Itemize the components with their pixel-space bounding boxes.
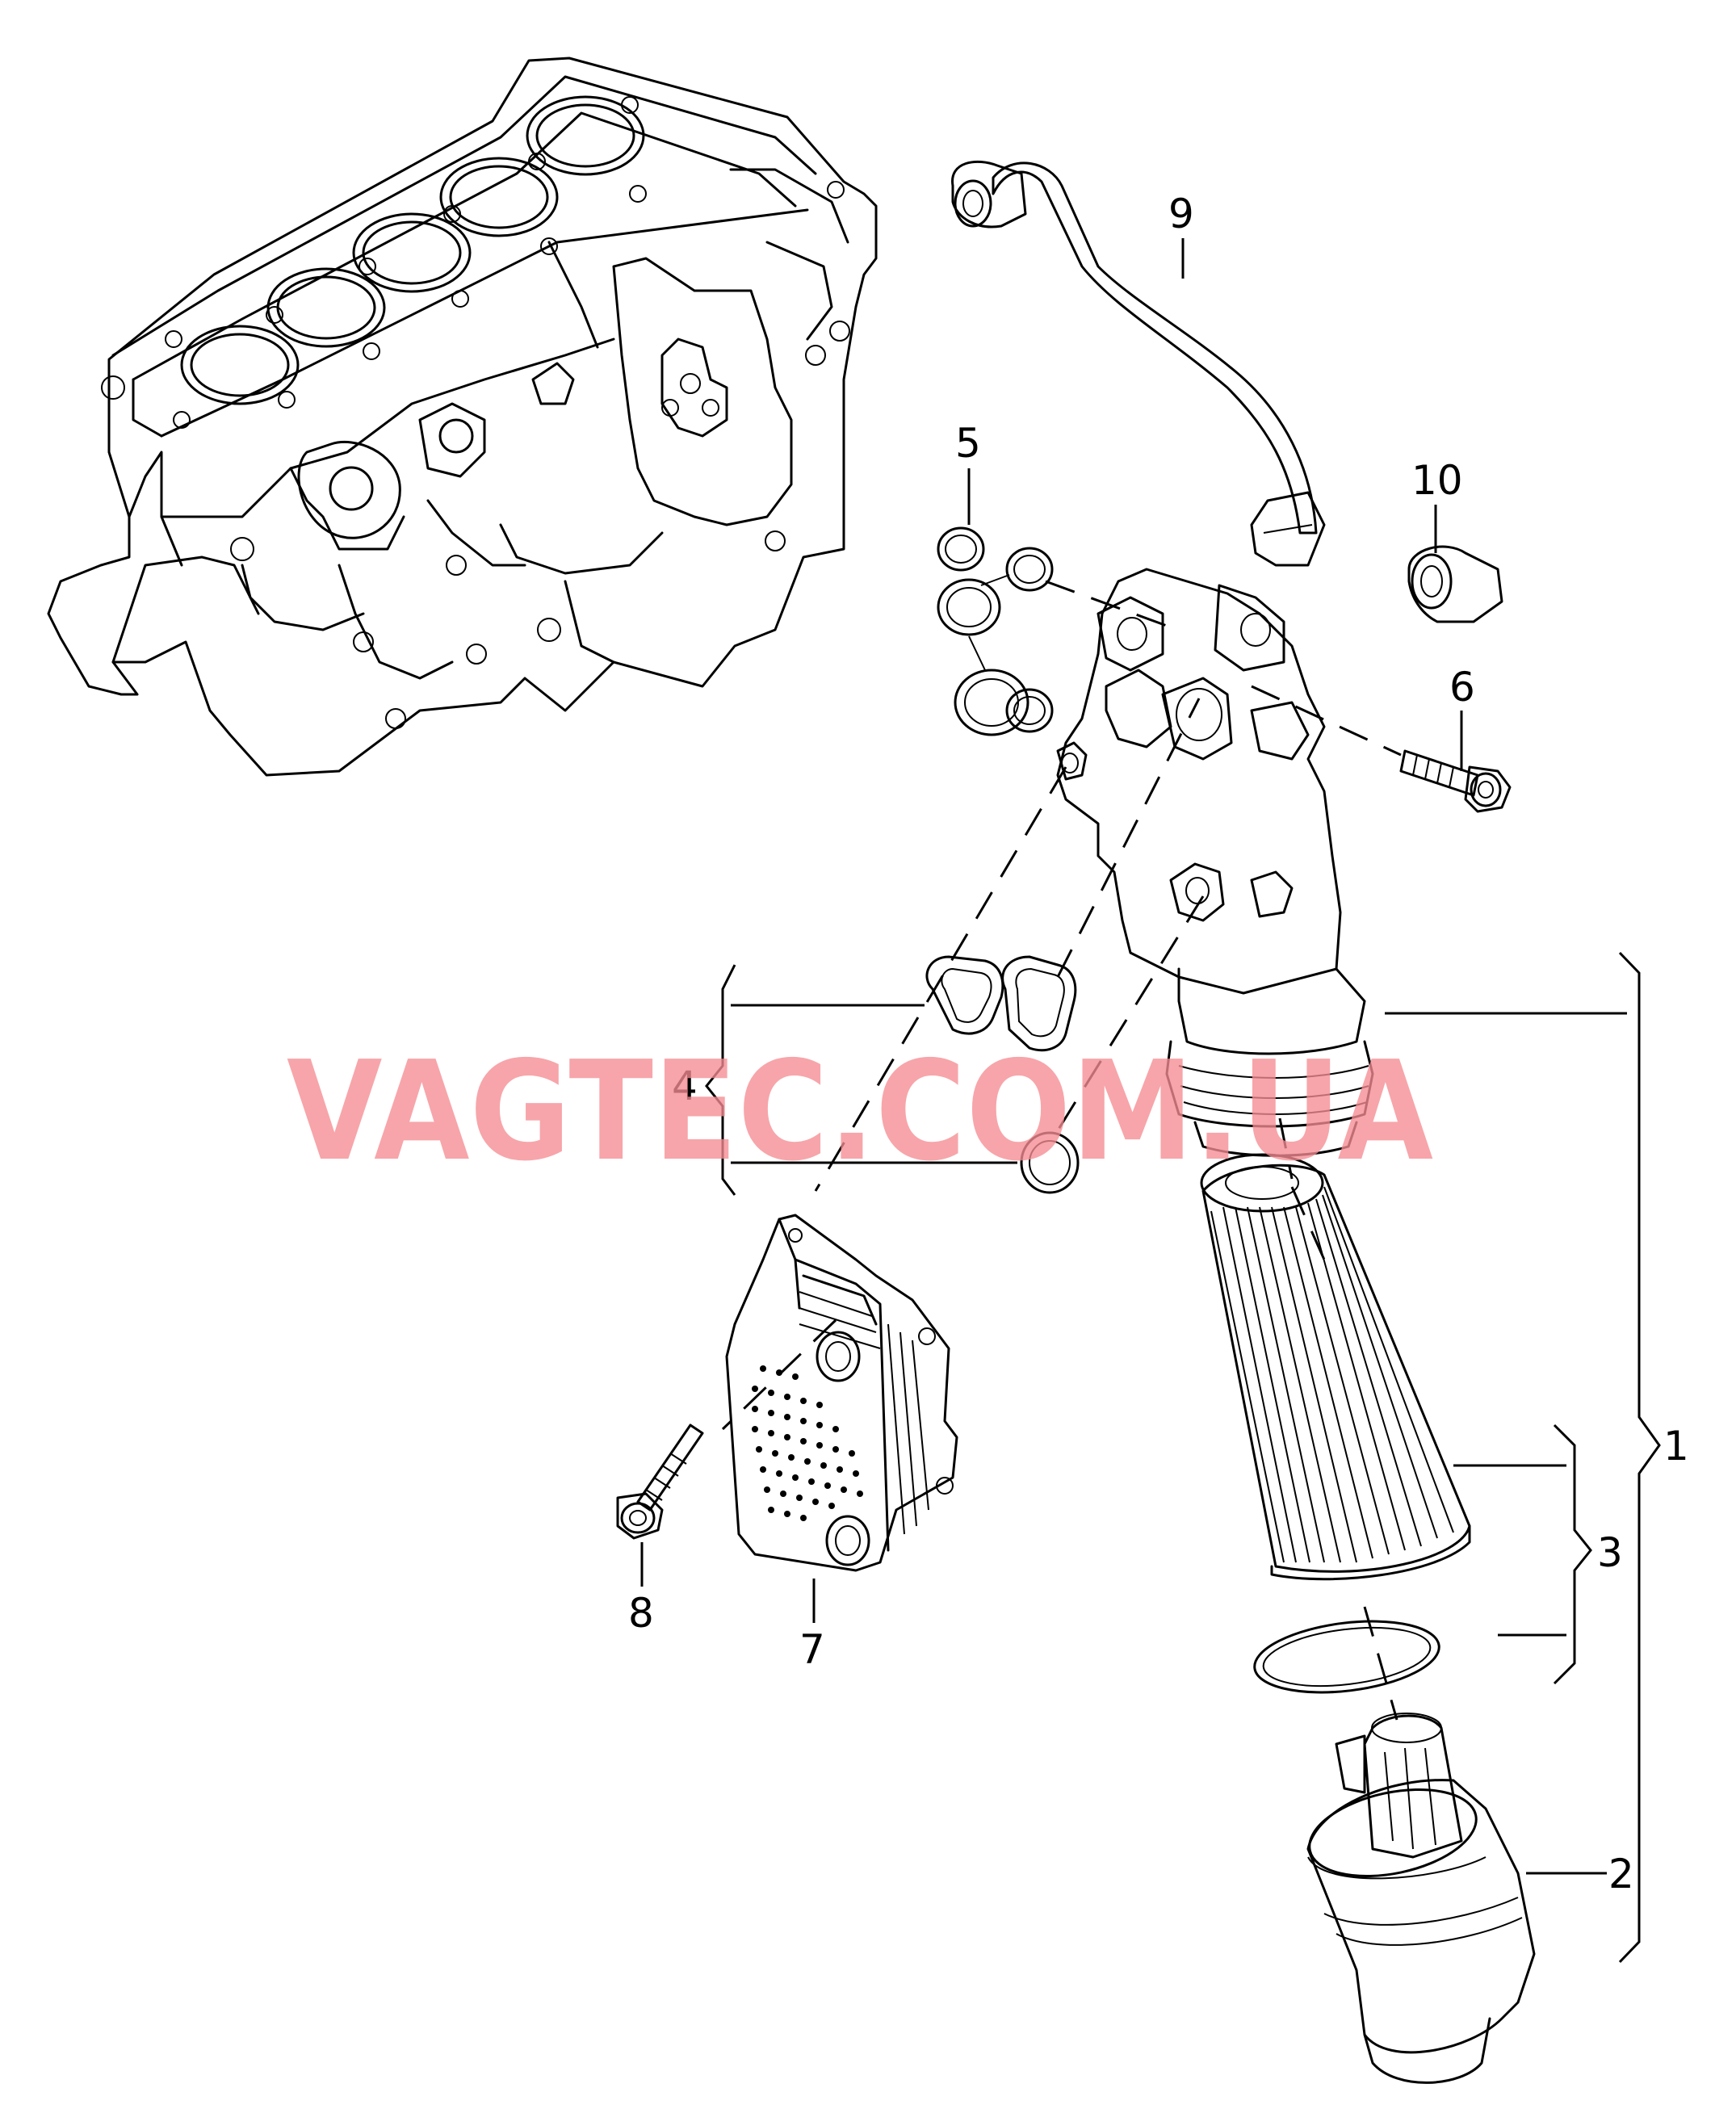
- gaskets-4: [925, 955, 1080, 1194]
- leader-lines: [640, 238, 1661, 1964]
- callout-8: 8: [628, 1590, 654, 1637]
- callout-labels: 1 2 3 4 5 6 7 8 9 10: [628, 191, 1689, 1897]
- filter-housing: [1056, 568, 1374, 1157]
- callout-6: 6: [1449, 664, 1475, 711]
- callout-3: 3: [1597, 1529, 1623, 1576]
- callout-1: 1: [1663, 1423, 1689, 1470]
- callout-9: 9: [1168, 191, 1194, 237]
- callout-10: 10: [1411, 457, 1463, 504]
- callout-2: 2: [1608, 1851, 1634, 1897]
- filter-element-3: [1200, 1153, 1471, 1694]
- o-rings-5: [937, 526, 1054, 736]
- bolt-holes: [101, 96, 850, 729]
- cap-10: [1407, 545, 1503, 623]
- breather-hose-9: [951, 160, 1326, 567]
- watermark-text: VAGTEC.COM.UA: [287, 1032, 1433, 1192]
- callout-7: 7: [799, 1626, 825, 1673]
- filter-cap-2: [1306, 1713, 1536, 2084]
- callout-5: 5: [955, 420, 981, 467]
- bolt-6: [1399, 749, 1512, 813]
- engine-block-illustration: [47, 57, 878, 777]
- bolt-8: [616, 1423, 704, 1540]
- oil-cooler-7: [725, 1214, 958, 1572]
- cylinder-bores: [180, 95, 645, 405]
- callout-4: 4: [672, 1063, 698, 1109]
- cooler-dimples: [752, 1365, 863, 1521]
- filter-pleats: [1210, 1186, 1454, 1563]
- assembly-dashed-lines: [721, 580, 1402, 1721]
